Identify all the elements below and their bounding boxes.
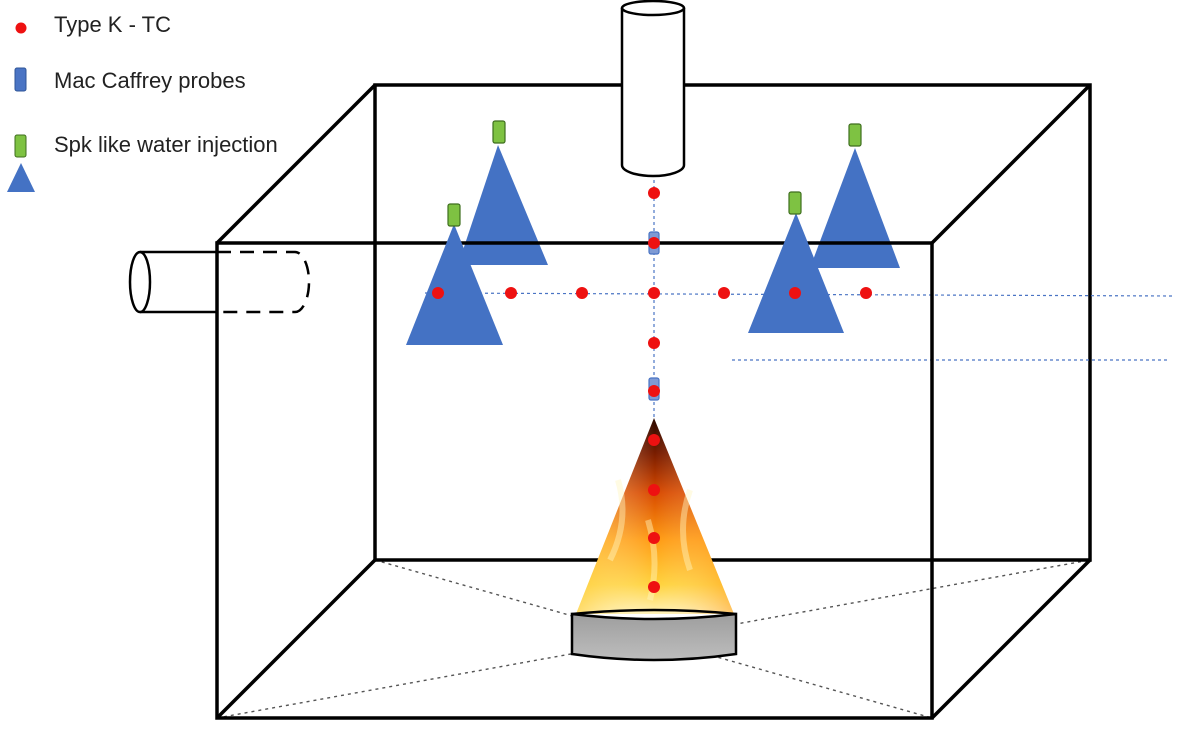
- box-back-face: [373, 83, 1092, 562]
- legend-probe-label: Mac Caffrey probes: [54, 68, 246, 93]
- legend-nozzle-icon: [14, 134, 27, 158]
- fuel-pan: [570, 608, 738, 662]
- thermocouple-dot-icon: [648, 434, 660, 446]
- legend-spray-label: Spk like water injection: [54, 132, 278, 157]
- thermocouple-dot-icon: [648, 532, 660, 544]
- inlet-duct: [128, 250, 311, 314]
- water-spray-cone: [406, 224, 503, 345]
- box-front-face: [215, 241, 934, 720]
- thermocouple-dot-icon: [648, 287, 660, 299]
- thermocouple-dot-icon: [789, 287, 801, 299]
- thermocouple-dot-icon: [648, 237, 660, 249]
- thermocouples: [432, 187, 872, 593]
- thermocouple-dot-icon: [576, 287, 588, 299]
- water-nozzles: [447, 120, 862, 227]
- thermocouple-dot-icon: [648, 385, 660, 397]
- thermocouple-dot-icon: [505, 287, 517, 299]
- water-spray-cone: [748, 213, 844, 333]
- water-nozzle-icon: [848, 123, 862, 147]
- thermocouple-dot-icon: [718, 287, 730, 299]
- legend-symbols: [7, 22, 35, 192]
- legend-thermocouple-label: Type K - TC: [54, 12, 171, 37]
- thermocouple-dot-icon: [432, 287, 444, 299]
- water-nozzle-icon: [788, 191, 802, 215]
- legend-spray-cone-icon: [7, 163, 35, 192]
- water-spray-cone: [810, 148, 900, 268]
- exhaust-hood: [620, 0, 686, 178]
- legend-thermocouple-icon: [15, 22, 27, 34]
- water-nozzle-icon: [492, 120, 506, 144]
- thermocouple-dot-icon: [648, 337, 660, 349]
- thermocouple-dot-icon: [648, 581, 660, 593]
- thermocouple-dot-icon: [648, 484, 660, 496]
- legend-probe-icon: [14, 67, 27, 92]
- water-nozzle-icon: [447, 203, 461, 227]
- box-connecting-edges: [215, 83, 1092, 720]
- thermocouple-dot-icon: [648, 187, 660, 199]
- thermocouple-dot-icon: [860, 287, 872, 299]
- water-spray-cone: [458, 145, 548, 265]
